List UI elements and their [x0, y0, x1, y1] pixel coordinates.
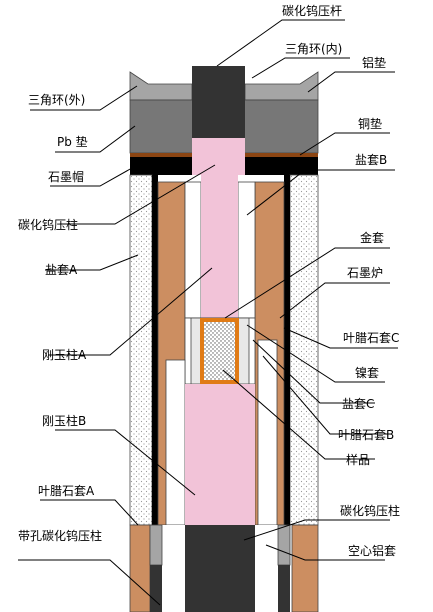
wc-press-rod [192, 66, 245, 138]
leader-holed-wc-press-column [18, 559, 161, 606]
wc-press-column-lower [185, 525, 255, 565]
label-corundum-column-a: 刚玉柱A [42, 347, 87, 362]
label-gold-sleeve: 金套 [360, 230, 384, 245]
leader-salt-sleeve-a [45, 254, 139, 271]
leader-corundum-column-a [48, 267, 213, 356]
label-wc-press-column-lower: 碳化钨压柱 [340, 503, 400, 518]
wc-press-column-upper [192, 138, 245, 175]
leader-cu-pad [299, 132, 390, 156]
leader-wc-press-column-upper [60, 164, 216, 225]
leader-triangle-ring-outer [30, 85, 138, 111]
leader-wc-press-column-lower [243, 519, 390, 541]
label-pb-pad: Pb 垫 [57, 134, 88, 149]
graphite-furnace-right [284, 175, 290, 605]
label-triangle-ring-outer: 三角环(外) [28, 93, 85, 107]
leader-wc-press-rod [216, 19, 345, 67]
labels: 碳化钨压杆 三角环(内) 铝垫 三角环(外) Pb 垫 铜垫 石墨帽 盐套B 碳… [18, 3, 400, 558]
leader-sample [222, 369, 375, 460]
leader-pb-pad [55, 125, 136, 153]
hollow-al-sleeve-left [149, 524, 163, 566]
label-graphite-cap: 石墨帽 [48, 169, 84, 184]
leader-graphite-furnace [279, 282, 390, 319]
label-al-pad: 铝垫 [362, 55, 386, 70]
leader-triangle-ring-inner [251, 57, 350, 79]
label-corundum-column-b: 刚玉柱B [42, 413, 86, 428]
leader-corundum-column-b [55, 429, 196, 496]
salt-sleeve-b-right [237, 181, 256, 319]
label-salt-sleeve-b: 盐套B [355, 153, 387, 167]
leader-pyrophyllite-sleeve-b [262, 355, 392, 435]
salt-sleeve-a-right [289, 174, 319, 526]
graphite-furnace-left [152, 175, 158, 605]
label-pyrophyllite-sleeve-c: 叶腊石套C [343, 331, 399, 345]
label-ni-sleeve: 镍套 [355, 366, 379, 380]
hollow-al-sleeve-right [277, 524, 291, 566]
leader-salt-sleeve-c [252, 339, 375, 404]
label-graphite-furnace: 石墨炉 [347, 266, 383, 280]
label-cu-pad: 铜垫 [358, 116, 382, 131]
pyrophyllite-sleeve-a-right [291, 524, 319, 612]
label-salt-sleeve-c: 盐套C [342, 397, 374, 411]
triangle-ring-outer-left [129, 71, 193, 101]
label-holed-wc-press-column: 带孔碳化钨压柱 [18, 528, 102, 543]
sample [204, 322, 235, 380]
leader-lines [18, 19, 398, 606]
label-wc-press-column-upper: 碳化钨压柱 [18, 217, 78, 232]
label-pyrophyllite-sleeve-b: 叶腊石套B [338, 428, 394, 442]
leader-pyrophyllite-sleeve-c [283, 327, 398, 349]
leader-salt-sleeve-b [246, 169, 395, 216]
pyrophyllite-sleeve-a-left [129, 524, 151, 612]
label-sample: 样品 [346, 452, 370, 467]
salt-sleeve-lower-left [165, 359, 186, 526]
salt-sleeve-a-left [129, 174, 153, 526]
leader-gold-sleeve [224, 247, 390, 319]
holed-wc-press-column-left [150, 565, 162, 612]
label-triangle-ring-inner: 三角环(内) [285, 42, 342, 56]
pyrophyllite-sleeve-b-right [257, 339, 278, 526]
leader-graphite-cap [50, 167, 133, 187]
corundum-column-a [201, 175, 238, 318]
label-hollow-al-sleeve: 空心铝套 [348, 543, 396, 558]
holed-wc-press-column-right [278, 565, 290, 612]
leader-al-pad [307, 71, 395, 93]
leader-ni-sleeve [246, 324, 385, 383]
salt-sleeve-b-left [184, 181, 202, 319]
leader-hollow-al-sleeve [265, 544, 385, 561]
wc-press-column-lower-base [185, 565, 255, 612]
label-pyrophyllite-sleeve-a: 叶腊石套A [38, 484, 95, 498]
triangle-ring-inner-right [244, 71, 319, 101]
corundum-column-b [185, 384, 255, 525]
leader-pyrophyllite-sleeve-a [40, 499, 139, 526]
label-wc-press-rod: 碳化钨压杆 [282, 3, 342, 18]
label-salt-sleeve-a: 盐套A [45, 263, 78, 277]
